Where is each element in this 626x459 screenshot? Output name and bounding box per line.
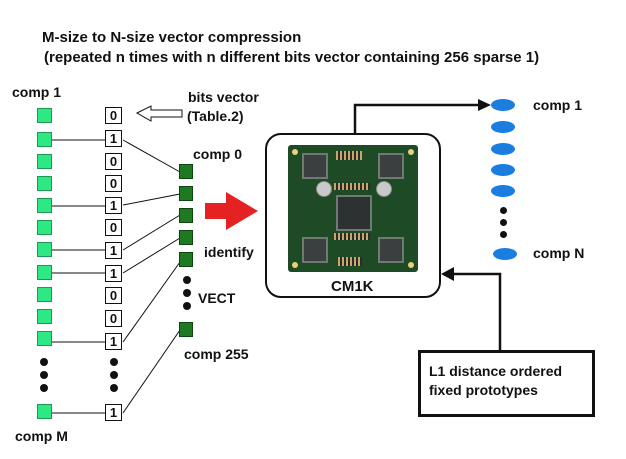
output-arrowhead [478, 99, 491, 111]
output-cell [491, 143, 515, 155]
compressed-cell [179, 164, 193, 179]
input-cell [37, 198, 52, 213]
input-cell [37, 108, 52, 123]
output-top-label: comp 1 [533, 97, 583, 113]
ellipsis-dot [110, 371, 118, 379]
input-bottom-label: comp M [15, 428, 68, 444]
ellipsis-dot [110, 384, 118, 392]
link-line [122, 329, 181, 414]
input-cell [37, 331, 52, 346]
prototype-arrowhead [441, 267, 454, 281]
ellipsis-dot [500, 231, 507, 238]
bit-cell: 0 [105, 175, 122, 192]
input-top-label: comp 1 [12, 84, 62, 100]
prototypes-box [418, 350, 595, 417]
prototype-path [452, 272, 502, 350]
output-bottom-label: comp N [533, 245, 585, 261]
input-cell [37, 220, 52, 235]
bit-cell: 0 [105, 219, 122, 236]
output-cell [491, 99, 515, 111]
compressed-cell [179, 208, 193, 223]
compressed-cell [179, 252, 193, 267]
bit-cell: 1 [105, 333, 122, 350]
identify-label: identify [204, 244, 254, 260]
bit-cell: 0 [105, 153, 122, 170]
input-cell [37, 242, 52, 257]
link-line [122, 139, 181, 173]
prototypes-line-2: fixed prototypes [429, 382, 538, 398]
compressed-top-label: comp 0 [193, 146, 243, 162]
link-line [122, 214, 181, 251]
input-cell [37, 309, 52, 324]
bit-cell: 1 [105, 130, 122, 147]
vect-label: VECT [198, 290, 236, 306]
title-line-1: M-size to N-size vector compression [42, 29, 302, 46]
ellipsis-dot [500, 207, 507, 214]
prototypes-line-1: L1 distance ordered [429, 363, 563, 379]
input-cell [37, 265, 52, 280]
output-cell [491, 121, 515, 133]
ellipsis-dot [110, 358, 118, 366]
ellipsis-dot [40, 384, 48, 392]
bit-cell: 1 [105, 265, 122, 282]
cm1k-label: CM1K [331, 278, 374, 295]
bit-cell: 0 [105, 107, 122, 124]
ellipsis-dot [500, 219, 507, 226]
pointer-arrow [135, 105, 183, 122]
output-cell [491, 185, 515, 197]
bits-vector-label: bits vector [188, 89, 259, 105]
compressed-bottom-label: comp 255 [184, 346, 249, 362]
output-path [353, 103, 480, 133]
link-line [122, 237, 181, 274]
compressed-cell [179, 230, 193, 245]
ellipsis-dot [183, 276, 191, 284]
bit-cell: 1 [105, 197, 122, 214]
ellipsis-dot [40, 371, 48, 379]
bit-cell: 1 [105, 242, 122, 259]
input-cell [37, 176, 52, 191]
bit-cell: 0 [105, 310, 122, 327]
ellipsis-dot [183, 302, 191, 310]
ellipsis-dot [40, 358, 48, 366]
input-cell [37, 404, 52, 419]
link-line [122, 261, 181, 343]
ellipsis-dot [183, 289, 191, 297]
input-cell [37, 132, 52, 147]
bit-cell: 0 [105, 287, 122, 304]
bit-cell: 1 [105, 404, 122, 421]
output-cell [491, 164, 515, 176]
input-cell [37, 287, 52, 302]
compressed-cell [179, 186, 193, 201]
link-line [122, 193, 181, 206]
compressed-cell [179, 322, 193, 337]
input-cell [37, 154, 52, 169]
cm1k-board-image [288, 145, 418, 272]
bits-vector-table-ref: (Table.2) [187, 108, 244, 124]
identify-arrow [205, 192, 258, 230]
output-cell [493, 248, 517, 260]
title-line-2: (repeated n times with n different bits … [44, 49, 540, 66]
